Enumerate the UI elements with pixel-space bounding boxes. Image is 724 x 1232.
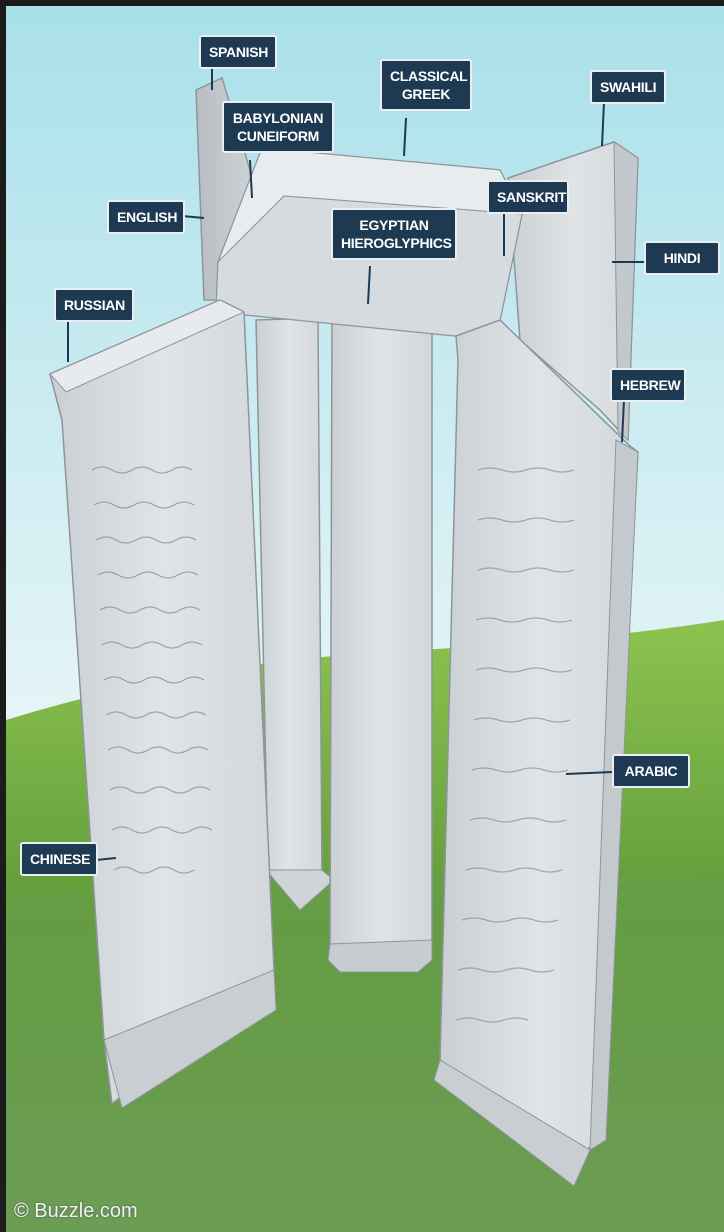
label-hebrew: HEBREW — [610, 368, 686, 402]
label-swahili: SWAHILI — [590, 70, 666, 104]
stone-front-right — [434, 320, 638, 1186]
label-russian: RUSSIAN — [54, 288, 134, 322]
label-egyptian-hieroglyphics: EGYPTIAN HIEROGLYPHICS — [331, 208, 457, 260]
label-spanish: SPANISH — [199, 35, 277, 69]
watermark: © Buzzle.com — [14, 1200, 138, 1223]
label-english: ENGLISH — [107, 200, 185, 234]
label-classical-greek: CLASSICAL GREEK — [380, 59, 472, 111]
label-hindi: HINDI — [644, 241, 720, 275]
label-chinese: CHINESE — [20, 842, 98, 876]
pillar-middle-center — [328, 322, 432, 972]
label-sanskrit: SANSKRIT — [487, 180, 569, 214]
label-arabic: ARABIC — [612, 754, 690, 788]
label-babylonian-cuneiform: BABYLONIAN CUNEIFORM — [222, 101, 334, 153]
